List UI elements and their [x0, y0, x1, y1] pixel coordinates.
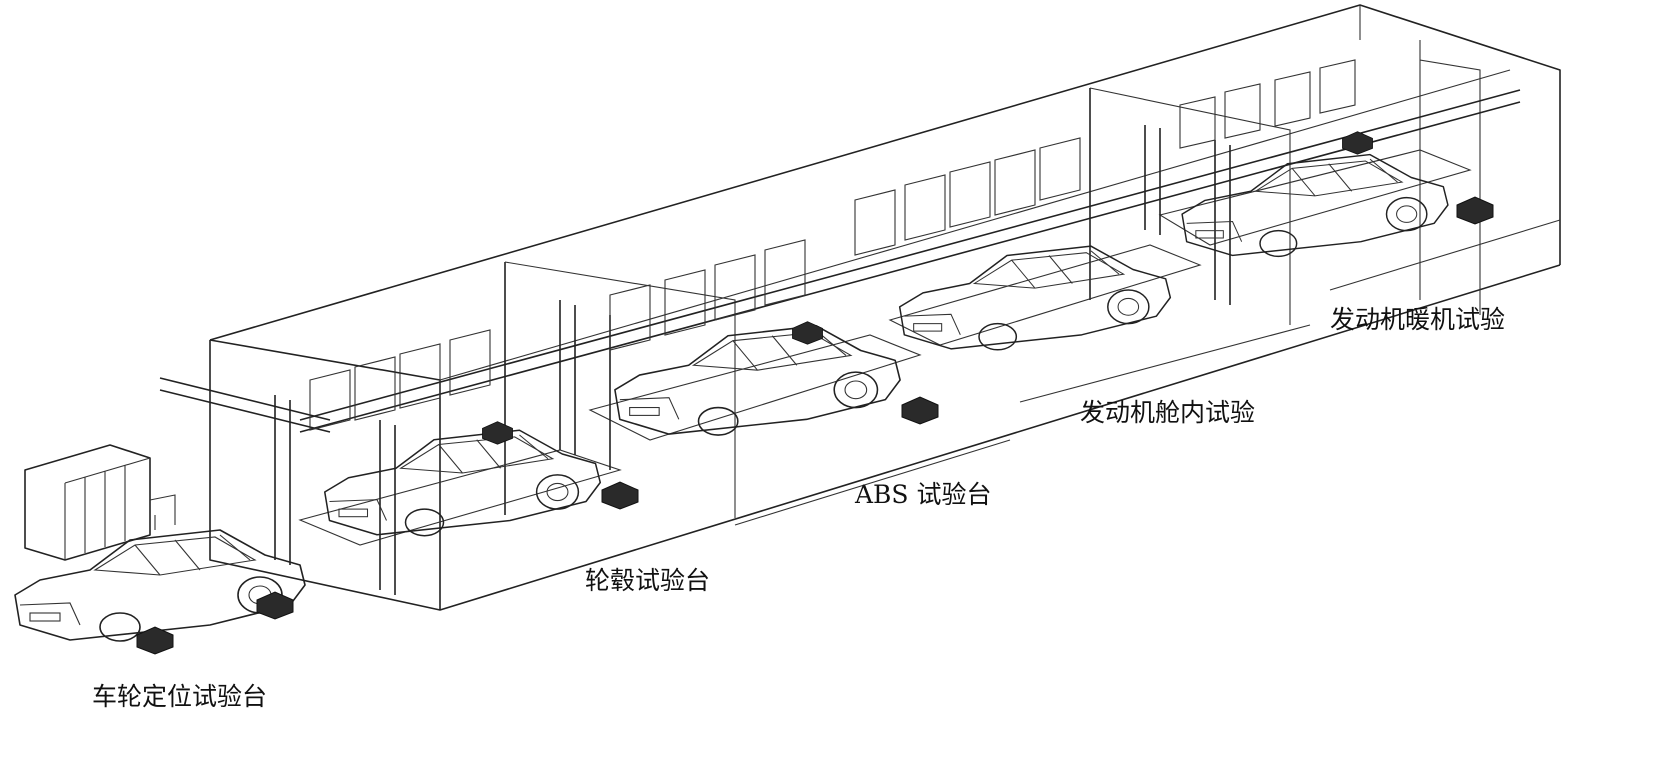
building-shell — [24, 4, 1561, 611]
label-engine-bay-test: 发动机舱内试验 — [1080, 398, 1256, 427]
car-abs-test — [614, 325, 901, 436]
label-hub-test: 轮毂试验台 — [585, 566, 711, 595]
car-wheel-alignment — [14, 529, 306, 642]
label-abs-test: ABS 试验台 — [855, 480, 992, 509]
leader-lines — [734, 219, 1561, 526]
car-engine-bay-test — [898, 245, 1172, 351]
control-cabinet — [24, 444, 176, 561]
car-hub-test — [323, 429, 602, 537]
label-wheel-alignment: 车轮定位试验台 — [92, 682, 268, 711]
label-engine-warmup-test: 发动机暖机试验 — [1330, 305, 1506, 334]
